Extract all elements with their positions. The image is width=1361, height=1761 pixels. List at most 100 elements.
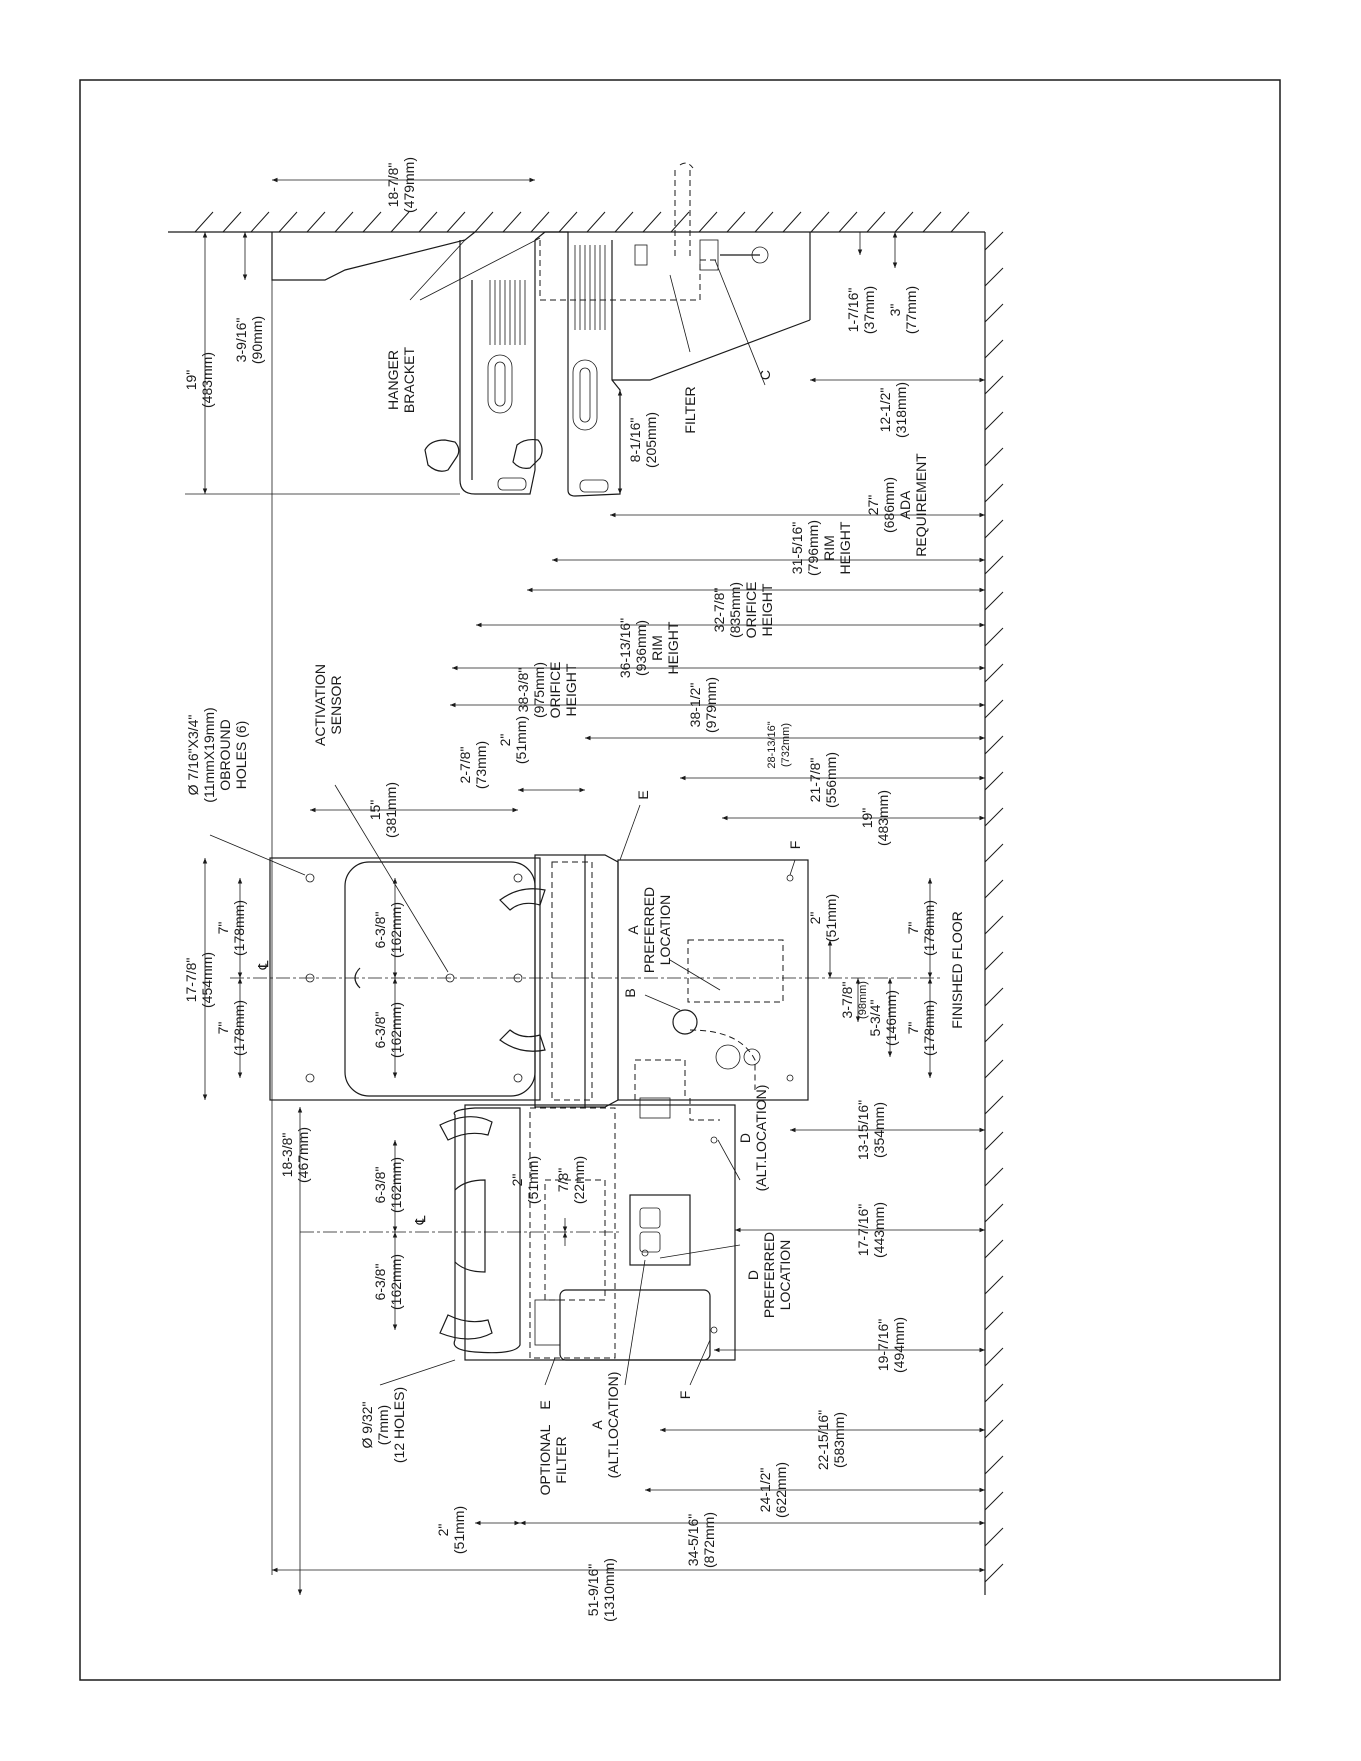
label-22-15-16: 22-15/16": [815, 1410, 831, 1470]
wall-hatch-mark: [782, 211, 802, 233]
label-e-1: E: [635, 790, 651, 799]
floor-hatch-mark: [984, 1527, 1004, 1547]
label-f-2: F: [677, 1391, 693, 1400]
front-view: [230, 854, 940, 1121]
label-6-3-8-c: 6-3/8": [372, 1167, 388, 1204]
label-orifice-2: ORIFICE: [547, 662, 563, 719]
wall-hatch-mark: [698, 211, 718, 233]
label-2-c: 2": [509, 1174, 525, 1187]
label-b: B: [622, 988, 638, 997]
label-2-7-8-mm: (73mm): [473, 741, 489, 789]
label-7-b-mm: (178mm): [231, 900, 247, 956]
label-hanger: HANGER: [385, 350, 401, 410]
label-3-7-8-mm: (98mm): [857, 981, 869, 1019]
label-3-mm: (77mm): [903, 286, 919, 334]
label-12-1-2: 12-1/2": [877, 388, 893, 433]
label-2-7-8: 2-7/8": [457, 747, 473, 784]
dimension-lines: [185, 177, 985, 1595]
floor-hatch-mark: [984, 339, 1004, 359]
label-obround-3: OBROUND: [217, 719, 233, 791]
label-7-d: 7": [905, 1022, 921, 1035]
label-finished-floor: FINISHED FLOOR: [949, 911, 965, 1028]
label-preferred-2: PREFERRED: [761, 1232, 777, 1318]
label-36-13-16-mm: (936mm): [633, 620, 649, 676]
label-17-7-16: 17-7/16": [855, 1204, 871, 1256]
label-2-d-mm: (51mm): [451, 1506, 467, 1554]
label-3-9-16: 3-9/16": [233, 318, 249, 363]
label-sensor: SENSOR: [328, 675, 344, 734]
label-34-5-16: 34-5/16": [685, 1514, 701, 1566]
label-hole-2: (7mm): [375, 1405, 391, 1445]
label-6-3-8-d-mm: (162mm): [388, 1254, 404, 1310]
label-17-7-8-mm: (454mm): [199, 952, 215, 1008]
label-orifice: ORIFICE: [743, 582, 759, 639]
label-d-1: D: [737, 1133, 753, 1143]
floor-hatch-mark: [984, 375, 1004, 395]
label-31-5-16-mm: (796mm): [805, 520, 821, 576]
wall-hatch-mark: [558, 211, 578, 233]
wall-hatch-mark: [278, 211, 298, 233]
label-2-d: 2": [435, 1524, 451, 1537]
wall-hatch-mark: [614, 211, 634, 233]
label-requirement: REQUIREMENT: [913, 453, 929, 557]
label-32-7-8-mm: (835mm): [727, 582, 743, 638]
wall-hatch-mark: [726, 211, 746, 233]
label-a-2: A: [589, 1420, 605, 1430]
label-6-3-8-b: 6-3/8": [372, 1012, 388, 1049]
floor-hatch-mark: [984, 519, 1004, 539]
floor-hatch-mark: [984, 1275, 1004, 1295]
label-alt-location-2: (ALT.LOCATION): [605, 1372, 621, 1479]
label-ada: ADA: [897, 490, 913, 519]
label-15-mm: (381mm): [383, 782, 399, 838]
floor-hatch-mark: [984, 267, 1004, 287]
label-location-2: LOCATION: [777, 1240, 793, 1311]
label-7-c: 7": [905, 922, 921, 935]
dimension-labels: 19" (483mm) 3-9/16" (90mm) 18-7/8" (479m…: [183, 157, 965, 1622]
label-21-7-8-mm: (556mm): [823, 752, 839, 808]
floor-hatch-mark: [984, 879, 1004, 899]
label-18-7-8-mm: (479mm): [401, 157, 417, 213]
label-1-7-16-mm: (37mm): [861, 286, 877, 334]
label-15: 15": [367, 800, 383, 821]
floor-hatch-mark: [984, 1419, 1004, 1439]
floor-hatch-mark: [984, 1239, 1004, 1259]
floor-hatch-mark: [984, 591, 1004, 611]
floor-hatch-mark: [984, 411, 1004, 431]
floor-hatch-mark: [984, 771, 1004, 791]
label-18-3-8: 18-3/8": [279, 1133, 295, 1178]
label-2-c-mm: (51mm): [525, 1156, 541, 1204]
label-7-d-mm: (178mm): [921, 1000, 937, 1056]
wall-hatch-mark: [838, 211, 858, 233]
floor-hatch-mark: [984, 555, 1004, 575]
label-c: C: [757, 370, 773, 380]
label-rim-2: RIM: [649, 635, 665, 661]
label-32-7-8: 32-7/8": [711, 588, 727, 633]
floor-hatch-mark: [984, 1131, 1004, 1151]
label-2-a-mm: (51mm): [513, 716, 529, 764]
label-38-1-2: 38-1/2": [687, 683, 703, 728]
label-17-7-16-mm: (443mm): [871, 1202, 887, 1258]
drawing-border: [79, 79, 1281, 1681]
label-filter: FILTER: [682, 386, 698, 433]
wall-hatch-mark: [306, 211, 326, 233]
label-7-8: 7/8": [555, 1168, 571, 1192]
label-centerline-1: ℄: [255, 961, 271, 971]
label-19-b: 19": [859, 808, 875, 829]
wall-hatch-mark: [446, 211, 466, 233]
label-34-5-16-mm: (872mm): [701, 1512, 717, 1568]
label-rim: RIM: [821, 535, 837, 561]
label-a-1: A: [625, 925, 641, 935]
floor-hatch-mark: [984, 447, 1004, 467]
floor-hatch-mark: [984, 1563, 1004, 1583]
label-19-7-16-mm: (494mm): [891, 1317, 907, 1373]
label-19-mm: (483mm): [199, 352, 215, 408]
floor-hatch-mark: [984, 735, 1004, 755]
label-5-3-4: 5-3/4": [867, 1000, 883, 1037]
label-d-2: D: [745, 1270, 761, 1280]
label-location-1: LOCATION: [657, 895, 673, 966]
wall-hatch-mark: [642, 211, 662, 233]
wall-hatch-mark: [222, 211, 242, 233]
label-6-3-8-c-mm: (162mm): [388, 1157, 404, 1213]
label-6-3-8-d: 6-3/8": [372, 1264, 388, 1301]
